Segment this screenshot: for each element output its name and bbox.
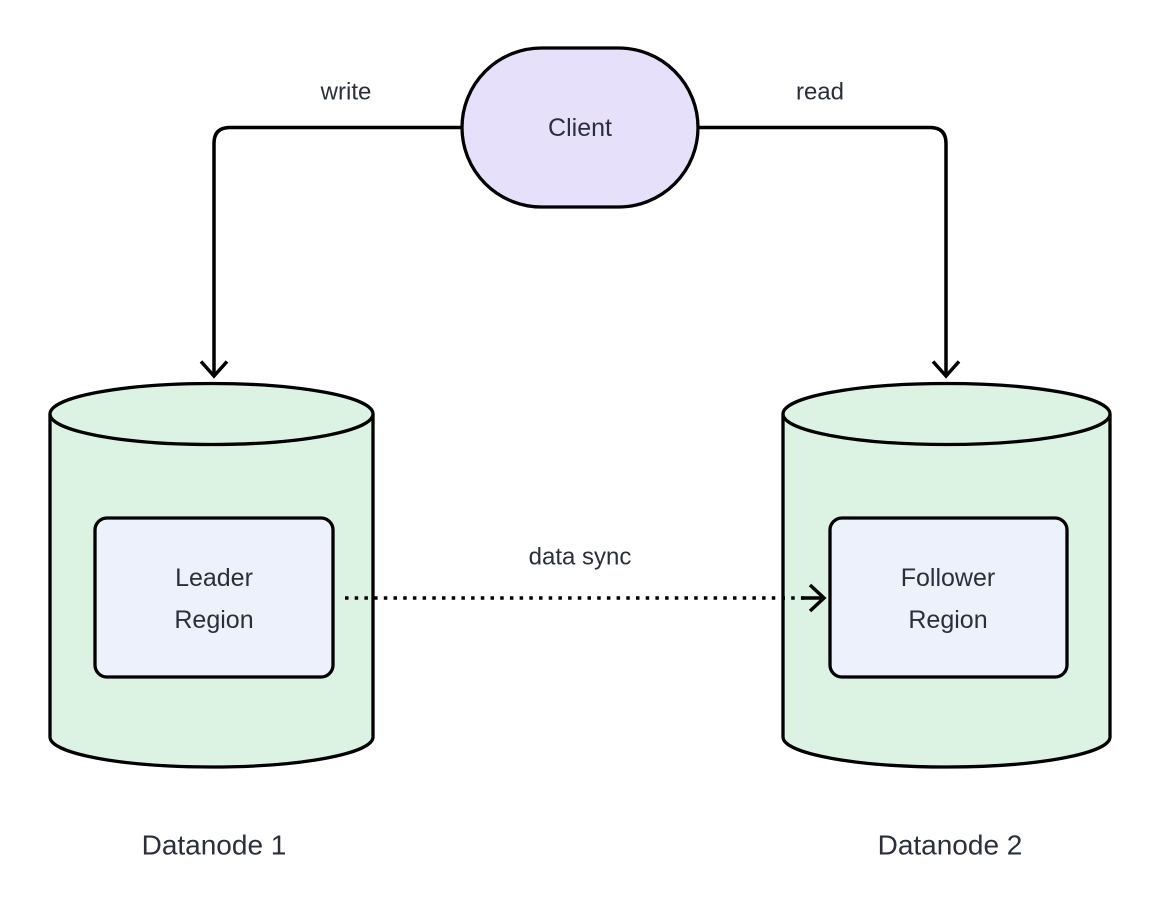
edge-write-arrowhead-icon — [199, 360, 229, 379]
edge-write-line — [212, 125, 462, 374]
edge-read-line — [698, 125, 948, 374]
leader-region-label-line2: Region — [174, 606, 253, 634]
edge-data-sync-arrowhead-icon — [808, 583, 827, 613]
datanode1-cylinder-top — [48, 381, 375, 447]
edge-data-sync-label: data sync — [529, 544, 632, 571]
client-node — [460, 46, 700, 209]
edge-read-arrowhead-icon — [931, 360, 961, 379]
follower-region-box — [828, 516, 1069, 679]
datanode2-cylinder-top — [781, 381, 1112, 447]
datanode1-caption: Datanode 1 — [142, 830, 287, 861]
follower-region-label-line1: Follower — [901, 564, 995, 592]
edge-read-label: read — [796, 79, 844, 106]
leader-region-box — [93, 516, 335, 679]
follower-region-label-line2: Region — [908, 606, 987, 634]
client-label: Client — [548, 114, 612, 142]
edge-write-label: write — [320, 79, 372, 106]
datanode2-caption: Datanode 2 — [878, 830, 1023, 861]
leader-region-label-line1: Leader — [175, 564, 253, 592]
